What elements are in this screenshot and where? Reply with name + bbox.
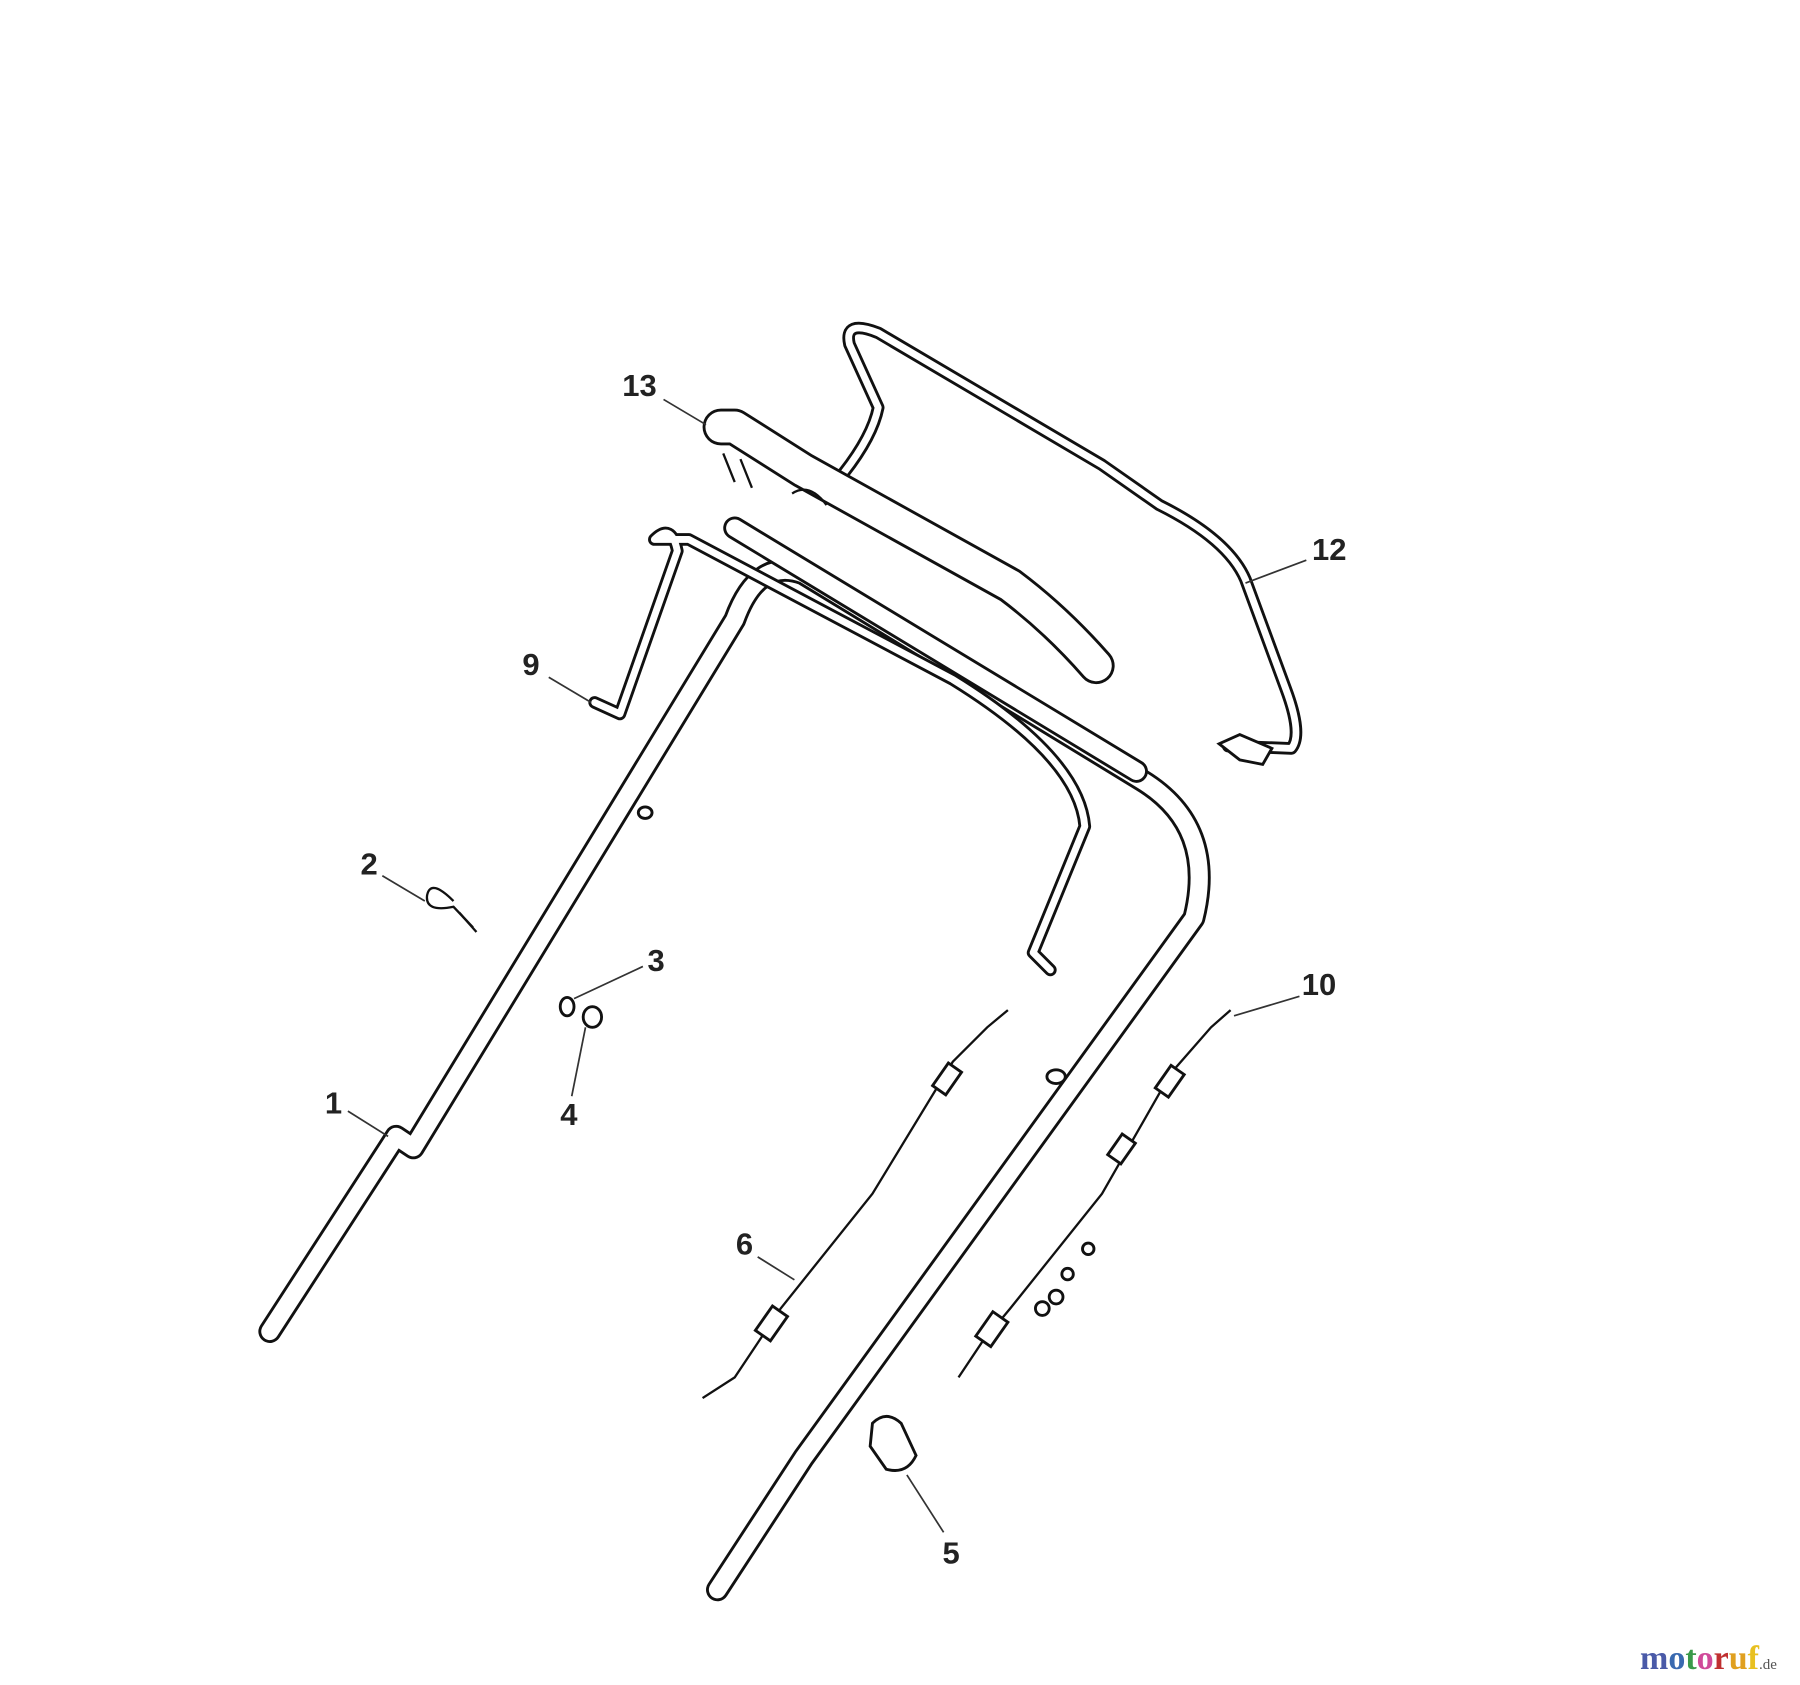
leader-lines <box>347 398 1307 1533</box>
part-6-cable <box>701 1009 1009 1400</box>
part-13-grip-cover <box>702 408 1115 685</box>
part-10-cable <box>957 1009 1232 1379</box>
part-1-main-handle <box>258 516 1211 1602</box>
motoruf-logo: motoruf.de <box>1640 1640 1777 1677</box>
label-13: 13 <box>622 368 656 403</box>
label-1: 1 <box>325 1085 342 1120</box>
label-4: 4 <box>560 1097 578 1132</box>
part-2-hook-bolt <box>425 886 478 933</box>
label-2: 2 <box>361 847 378 882</box>
part-9-lower-bail-bar <box>588 526 1092 977</box>
part-5-cable-clip <box>868 1414 918 1472</box>
label-6: 6 <box>736 1227 753 1262</box>
label-10: 10 <box>1302 967 1336 1002</box>
label-5: 5 <box>942 1535 959 1570</box>
part-3-washer <box>558 996 576 1018</box>
label-9: 9 <box>522 647 539 682</box>
label-3: 3 <box>647 943 664 978</box>
part-4-nut <box>581 1005 604 1029</box>
label-12: 12 <box>1312 532 1346 567</box>
part-12-upper-bail-bar <box>837 321 1303 767</box>
